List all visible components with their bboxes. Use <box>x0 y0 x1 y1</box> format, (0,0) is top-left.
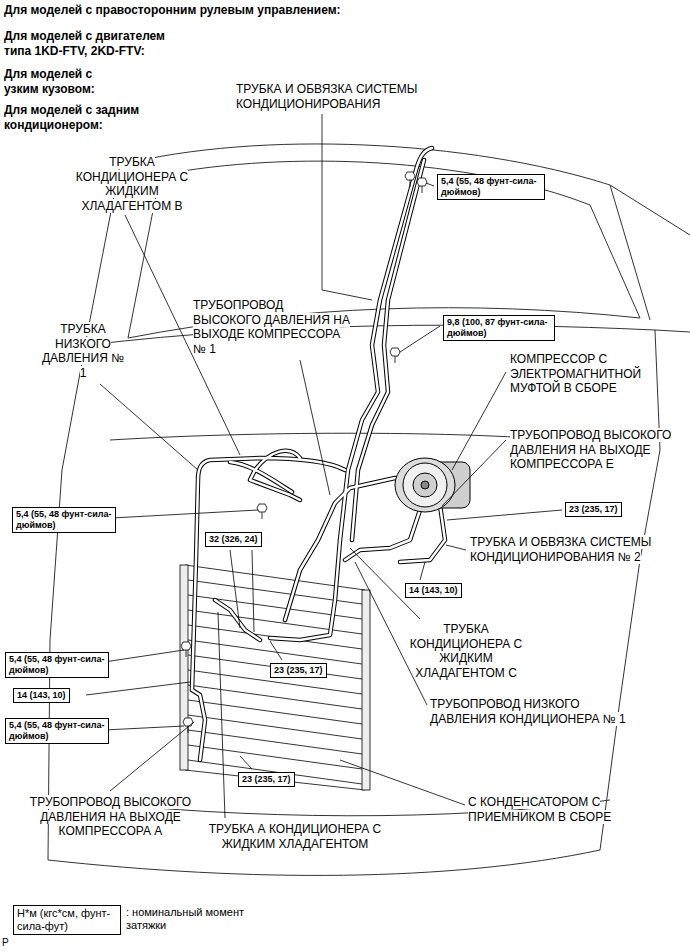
torque-value: 5,4 (55, 48 фунт-сила-дюймов) <box>441 176 541 198</box>
part-name-wrap: ТРУБКА КОНДИЦИОНЕРА С ЖИДКИМ ХЛАДАГЕНТОМ… <box>62 155 202 213</box>
unit-label: Н*м (кгс*см, фунт-сила-фут) <box>17 907 117 933</box>
part-name: ТРУБОПРОВОД НИЗКОГО ДАВЛЕНИЯ КОНДИЦИОНЕР… <box>430 697 626 726</box>
applicability-note: Для моделей с правосторонним рулевым упр… <box>4 3 341 17</box>
part-name-wrap: ТРУБОПРОВОД ВЫСОКОГО ДАВЛЕНИЯ НА ВЫХОДЕ … <box>18 795 203 839</box>
part-name: ТРУБОПРОВОД ВЫСОКОГО ДАВЛЕНИЯ НА ВЫХОДЕ … <box>30 795 191 838</box>
torque-value: 5,4 (55, 48 фунт-сила-дюймов) <box>9 654 105 676</box>
torque-unit-key: Н*м (кгс*см, фунт-сила-фут): номинальный… <box>13 905 121 935</box>
key-description: : номинальный момент затяжки <box>126 906 246 932</box>
part-name: ТРУБКА И ОБВЯЗКА СИСТЕМЫ КОНДИЦИОНИРОВАН… <box>236 82 417 111</box>
torque-box: 14 (143, 10) <box>13 688 70 703</box>
refrigerant-pipes-inner <box>192 148 445 760</box>
applicability-note: Для моделей с задним кондиционером: <box>4 103 139 132</box>
applicability-note-wrap: Для моделей с задним кондиционером: <box>4 103 174 132</box>
part-name-wrap: ТРУБКА А КОНДИЦИОНЕРА С ЖИДКИМ ХЛАДАГЕНТ… <box>205 822 385 851</box>
part-name-wrap: ТРУБОПРОВОД ВЫСОКОГО ДАВЛЕНИЯ НА ВЫХОДЕ … <box>510 428 685 472</box>
torque-box: 14 (143, 10) <box>405 583 462 598</box>
torque-box: 5,4 (55, 48 фунт-сила-дюймов) <box>437 174 545 200</box>
applicability-note-wrap: Для моделей с двигателем типа 1KD-FTV, 2… <box>4 29 184 58</box>
torque-value: 14 (143, 10) <box>17 690 66 701</box>
torque-box: 5,4 (55, 48 фунт-сила-дюймов) <box>12 507 116 533</box>
torque-value: 23 (235, 17) <box>569 504 618 515</box>
vehicle-outline <box>48 144 690 875</box>
condenser <box>180 565 370 790</box>
torque-box: 5,4 (55, 48 фунт-сила-дюймов) <box>5 718 109 744</box>
torque-box: 23 (235, 17) <box>565 502 622 517</box>
torque-value: 32 (326, 24) <box>209 534 258 545</box>
applicability-note-wrap: Для моделей с правосторонним рулевым упр… <box>4 3 424 18</box>
part-name-wrap: ТРУБКА И ОБВЯЗКА СИСТЕМЫ КОНДИЦИОНИРОВАН… <box>236 82 451 111</box>
torque-box: 9,8 (100, 87 фунт-сила-дюймов) <box>443 315 555 341</box>
torque-box: 23 (235, 17) <box>238 772 295 787</box>
part-name: ТРУБКА КОНДИЦИОНЕРА С ЖИДКИМ ХЛАДАГЕНТОМ… <box>410 622 522 680</box>
bolt-symbols <box>181 172 427 733</box>
figure-code-wrap: P <box>2 936 22 951</box>
part-name: ТРУБОПРОВОД ВЫСОКОГО ДАВЛЕНИЯ НА ВЫХОДЕ … <box>510 428 671 471</box>
part-name-wrap: ТРУБОПРОВОД НИЗКОГО ДАВЛЕНИЯ КОНДИЦИОНЕР… <box>430 697 630 726</box>
applicability-note: Для моделей с двигателем типа 1KD-FTV, 2… <box>4 29 165 58</box>
torque-box: 23 (235, 17) <box>270 663 327 678</box>
part-name-wrap: ТРУБКА НИЗКОГО ДАВЛЕНИЯ № 1 <box>38 322 128 380</box>
part-name: КОМПРЕССОР С ЭЛЕКТРОМАГНИТНОЙ МУФТОЙ В С… <box>510 352 641 395</box>
torque-value: 5,4 (55, 48 фунт-сила-дюймов) <box>16 509 112 531</box>
part-name-wrap: ТРУБКА И ОБВЯЗКА СИСТЕМЫ КОНДИЦИОНИРОВАН… <box>470 535 680 564</box>
part-name-wrap: КОМПРЕССОР С ЭЛЕКТРОМАГНИТНОЙ МУФТОЙ В С… <box>510 352 685 396</box>
part-name-wrap: С КОНДЕНСАТОРОМ С ПРИЕМНИКОМ В СБОРЕ <box>468 795 678 824</box>
part-name: ТРУБКА И ОБВЯЗКА СИСТЕМЫ КОНДИЦИОНИРОВАН… <box>470 535 651 564</box>
torque-box: 32 (326, 24) <box>205 532 262 547</box>
figure-code: P <box>2 937 9 948</box>
part-name-wrap: ТРУБКА КОНДИЦИОНЕРА С ЖИДКИМ ХЛАДАГЕНТОМ… <box>406 622 526 680</box>
refrigerant-pipes <box>192 148 445 760</box>
part-name: ТРУБКА НИЗКОГО ДАВЛЕНИЯ № 1 <box>42 322 124 380</box>
torque-value: 14 (143, 10) <box>409 585 458 596</box>
part-name: ТРУБОПРОВОД ВЫСОКОГО ДАВЛЕНИЯ НА ВЫХОДЕ … <box>193 298 350 356</box>
part-name: ТРУБКА А КОНДИЦИОНЕРА С ЖИДКИМ ХЛАДАГЕНТ… <box>209 822 382 851</box>
torque-value: 23 (235, 17) <box>242 774 291 785</box>
applicability-note-wrap: Для моделей с узким кузовом: <box>4 67 114 96</box>
compressor-symbol <box>395 458 470 512</box>
torque-box: 5,4 (55, 48 фунт-сила-дюймов) <box>5 652 109 678</box>
torque-value: 5,4 (55, 48 фунт-сила-дюймов) <box>9 720 105 742</box>
applicability-note: Для моделей с узким кузовом: <box>4 67 95 96</box>
part-name: ТРУБКА КОНДИЦИОНЕРА С ЖИДКИМ ХЛАДАГЕНТОМ… <box>76 155 188 213</box>
torque-value: 23 (235, 17) <box>274 665 323 676</box>
part-name-wrap: ТРУБОПРОВОД ВЫСОКОГО ДАВЛЕНИЯ НА ВЫХОДЕ … <box>193 298 353 356</box>
part-name: С КОНДЕНСАТОРОМ С ПРИЕМНИКОМ В СБОРЕ <box>468 795 611 824</box>
torque-value: 9,8 (100, 87 фунт-сила-дюймов) <box>447 317 551 339</box>
